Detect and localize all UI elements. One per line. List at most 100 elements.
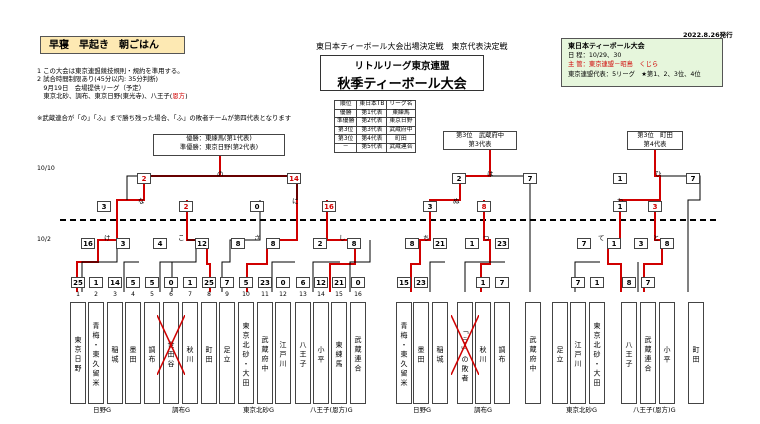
- runner-up-text: 準優勝：東京日野(第2代表): [179, 143, 259, 151]
- eliminated-mark: [157, 315, 185, 375]
- team-name: 青梅・東久留米: [400, 321, 408, 389]
- first-round-score: 7: [495, 277, 509, 288]
- team-name: 稲城: [111, 345, 119, 365]
- third-place-a-rep: 第3代表: [468, 140, 492, 148]
- team-name: 調布: [148, 345, 156, 365]
- match-label: こ: [178, 234, 185, 242]
- round-date-1: 10/10: [37, 165, 55, 172]
- match-label: ち: [423, 234, 430, 242]
- team-number: 5: [150, 291, 154, 298]
- event-info-title: 東日本ティーボール大会: [568, 42, 645, 50]
- first-round-score: 5: [239, 277, 253, 288]
- quarterfinal-score: 3: [97, 201, 111, 212]
- quarterfinal-score: 8: [477, 201, 491, 212]
- team-slot: 調布: [494, 302, 510, 404]
- wildcard-note: ※武蔵連合が「の」「ふ」まで勝ち残った場合、「ふ」の敗者チームが第四代表となりま…: [37, 114, 292, 122]
- team-name: 武蔵府中: [529, 336, 537, 374]
- third-place-box-a: 第3位 武蔵府中 第3代表: [443, 131, 517, 150]
- team-slot: 八王子: [621, 302, 637, 404]
- event-info-box: 東日本ティーボール大会 日 程：10/29、30 主 管：東京連盟－昭島 くじら…: [561, 38, 723, 87]
- round1-score: 3: [116, 238, 130, 249]
- team-number: 11: [261, 291, 269, 298]
- quarterfinal-score: 3: [423, 201, 437, 212]
- team-number: 9: [225, 291, 229, 298]
- ranking-cell: －: [333, 142, 358, 153]
- round1-score: 8: [405, 238, 419, 249]
- team-name: 八王子: [625, 340, 633, 370]
- first-round-score: 23: [258, 277, 272, 288]
- team-name: 秋川: [479, 345, 487, 365]
- match-label: と: [653, 234, 660, 242]
- bracket-tree: [81, 175, 701, 292]
- team-slot: 町田: [688, 302, 704, 404]
- team-name: 江戸川: [279, 340, 287, 370]
- event-representatives: 東京連盟代表：5リーグ ★第1、2、3位、4位: [568, 70, 701, 78]
- round1-score: 8: [266, 238, 280, 249]
- group-label: 八王子(恩方)G: [310, 406, 353, 414]
- round1-score: 8: [660, 238, 674, 249]
- team-number: 12: [279, 291, 287, 298]
- team-name: 墨田: [129, 345, 137, 365]
- final-score: 2: [452, 173, 466, 184]
- team-name: 町田: [692, 345, 700, 365]
- round-date-2: 10/2: [37, 236, 51, 243]
- round1-score: 1: [465, 238, 479, 249]
- team-number: 7: [188, 291, 192, 298]
- match-label: し: [339, 234, 346, 242]
- first-round-score: 1: [89, 277, 103, 288]
- quarterfinal-score: 0: [250, 201, 264, 212]
- round1-score: 7: [577, 238, 591, 249]
- first-round-score: 25: [71, 277, 85, 288]
- team-number: 16: [354, 291, 362, 298]
- team-number: 2: [94, 291, 98, 298]
- team-name: 武蔵連合: [644, 336, 652, 374]
- quarterfinal-score: 2: [179, 201, 193, 212]
- final-score: 1: [613, 173, 627, 184]
- first-round-score: 1: [476, 277, 490, 288]
- ranking-table: 順位 東日本TB リーグ名 優勝第1代表東練馬 準優勝第2代表東京日野 第3位第…: [333, 100, 416, 153]
- match-label: ひ: [655, 170, 662, 178]
- rules-notes: 1 この大会は東京連盟競技規則・規約を準用する。 2 試合時間制限あり(45分以…: [37, 67, 188, 100]
- round1-score: 3: [634, 238, 648, 249]
- match-label: な: [138, 197, 145, 205]
- first-round-score: 0: [276, 277, 290, 288]
- group-label: 調布G: [474, 406, 493, 414]
- quarterfinal-score: 3: [648, 201, 662, 212]
- eliminated-mark: [451, 315, 479, 375]
- match-label: ぬ: [453, 197, 460, 205]
- first-round-score: 23: [414, 277, 428, 288]
- first-round-score: 6: [296, 277, 310, 288]
- team-slot: 4 墨田: [125, 291, 141, 404]
- quarterfinal-score: 1: [613, 201, 627, 212]
- team-number: 6: [169, 291, 173, 298]
- team-slot: 東京北砂・大田: [589, 302, 605, 404]
- team-name: 足立: [223, 345, 231, 365]
- group-label: 調布G: [172, 406, 191, 414]
- team-number: 1: [76, 291, 80, 298]
- issue-date: 2022.8.26発行: [683, 31, 733, 39]
- team-name: 青梅・東久留米: [92, 321, 100, 389]
- team-number: 13: [299, 291, 307, 298]
- team-name: 武蔵府中: [261, 336, 269, 374]
- team-name: 調布: [498, 345, 506, 365]
- tournament-title: 秋季ティーボール大会: [337, 77, 467, 92]
- match-label: つ: [483, 234, 490, 242]
- round1-score: 23: [495, 238, 509, 249]
- team-slot: 12 江戸川: [275, 291, 291, 404]
- third-place-box-b: 第3位 町田 第4代表: [627, 131, 683, 150]
- final-score: 7: [686, 173, 700, 184]
- team-name: 東練馬: [335, 340, 343, 370]
- match-label: の: [217, 170, 224, 178]
- first-round-score: 5: [126, 277, 140, 288]
- event-host: 主 管：東京連盟－昭島 くじら: [568, 61, 659, 69]
- team-slot: 武蔵連合: [640, 302, 656, 404]
- team-number: 4: [131, 291, 135, 298]
- team-name: 墨田: [417, 345, 425, 365]
- team-name: 小平: [663, 345, 671, 365]
- round1-score: 16: [81, 238, 95, 249]
